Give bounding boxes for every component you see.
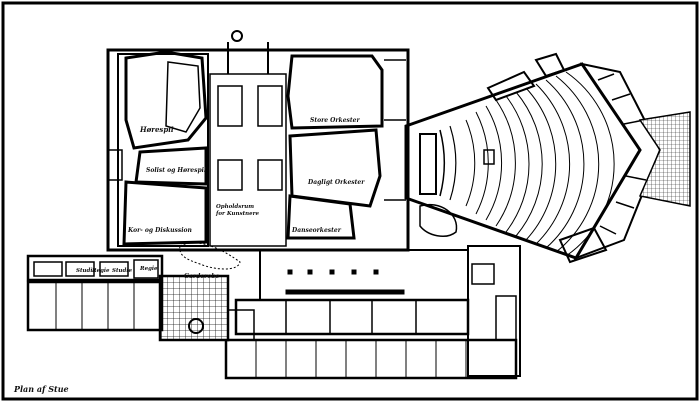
label-studie-1: Studie <box>76 268 96 274</box>
label-solist: Solist og Hørespil <box>146 167 207 174</box>
label-store-orkester: Store Orkester <box>310 117 361 124</box>
room-kor <box>122 180 208 246</box>
label-daglig-orkester: Dagligt Orkester <box>307 179 365 186</box>
room-store-orkester <box>286 54 384 130</box>
room-danseorkester <box>286 194 356 240</box>
corridor-opholdsrum <box>209 73 287 247</box>
label-danseorkester: Danseorkester <box>291 227 342 234</box>
garderobe-hall <box>158 274 230 342</box>
label-horespil: Hørespil <box>139 125 174 134</box>
room-daglig-orkester <box>288 128 382 208</box>
courtyard-wing <box>26 242 255 342</box>
label-studie-2: Studie <box>112 268 132 274</box>
room-horespil <box>124 50 208 150</box>
label-opholdsrum-2: for Kunstnere <box>215 211 260 217</box>
label-regie-1: Regie <box>91 268 110 274</box>
label-garderobe: Garderobe <box>184 273 220 280</box>
caption: Plan af Stue <box>13 384 69 394</box>
label-regie-2: Regie <box>139 266 158 272</box>
room-solist <box>134 146 208 186</box>
lower-wing <box>224 245 521 380</box>
concert-hall <box>404 52 691 264</box>
label-kor: Kor- og Diskussion <box>127 227 192 234</box>
left-studio-block <box>106 30 410 252</box>
label-opholdsrum-1: Opholdsrum <box>216 204 254 210</box>
